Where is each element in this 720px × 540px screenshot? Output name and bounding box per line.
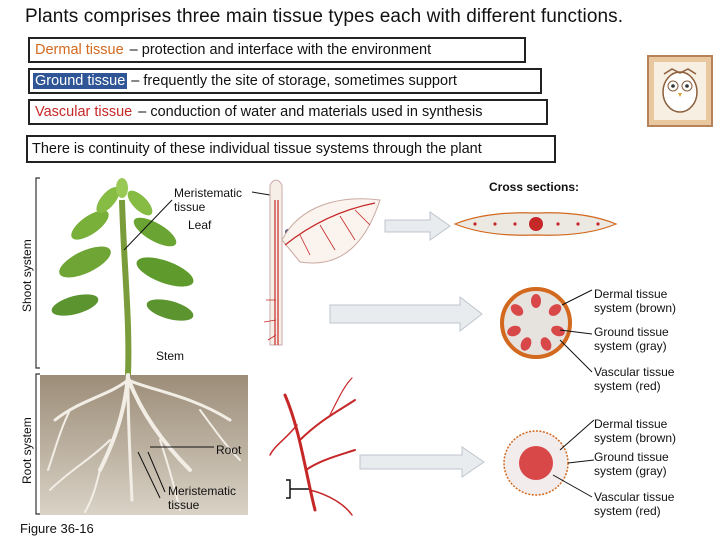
stem-vascular-label: Vascular tissue system (red) (594, 365, 694, 393)
root-vascular-label: Vascular tissue system (red) (594, 490, 694, 518)
ground-tissue-line: Ground tissue – frequently the site of s… (28, 68, 542, 94)
root-label: Root (216, 443, 241, 457)
ground-tissue-desc: – frequently the site of storage, someti… (127, 73, 457, 89)
meristematic-top-label: Meristematic tissue (174, 186, 260, 214)
dermal-tissue-line: Dermal tissue – protection and interface… (28, 37, 526, 63)
root-system-label: Root system (20, 417, 34, 484)
root-tip-detail (270, 378, 355, 515)
cross-section-arrows (330, 212, 484, 477)
stem-ground-label: Ground tissue system (gray) (594, 325, 694, 353)
shoot-system-label: Shoot system (20, 239, 34, 312)
leaf-cross-section (455, 213, 616, 235)
vascular-tissue-desc: – conduction of water and materials used… (134, 104, 482, 120)
leaf-label: Leaf (188, 218, 211, 232)
root-cross-section (504, 431, 568, 495)
dermal-tissue-desc: – protection and interface with the envi… (126, 42, 431, 58)
owl-icon (648, 56, 712, 126)
figure-caption: Figure 36-16 (20, 522, 94, 536)
meristematic-bottom-label: Meristematic tissue (168, 484, 248, 512)
stem-label: Stem (156, 349, 184, 363)
dermal-tissue-term: Dermal tissue (33, 42, 126, 58)
slide-title: Plants comprises three main tissue types… (25, 6, 623, 28)
vascular-tissue-line: Vascular tissue – conduction of water an… (28, 99, 548, 125)
stem-dermal-label: Dermal tissue system (brown) (594, 287, 694, 315)
continuity-statement: There is continuity of these individual … (26, 135, 556, 163)
vascular-tissue-term: Vascular tissue (33, 104, 134, 120)
cross-sections-label: Cross sections: (489, 180, 579, 194)
ground-tissue-term: Ground tissue (33, 73, 127, 89)
root-ground-label: Ground tissue system (gray) (594, 450, 694, 478)
stem-cross-section (502, 289, 570, 357)
root-dermal-label: Dermal tissue system (brown) (594, 417, 694, 445)
